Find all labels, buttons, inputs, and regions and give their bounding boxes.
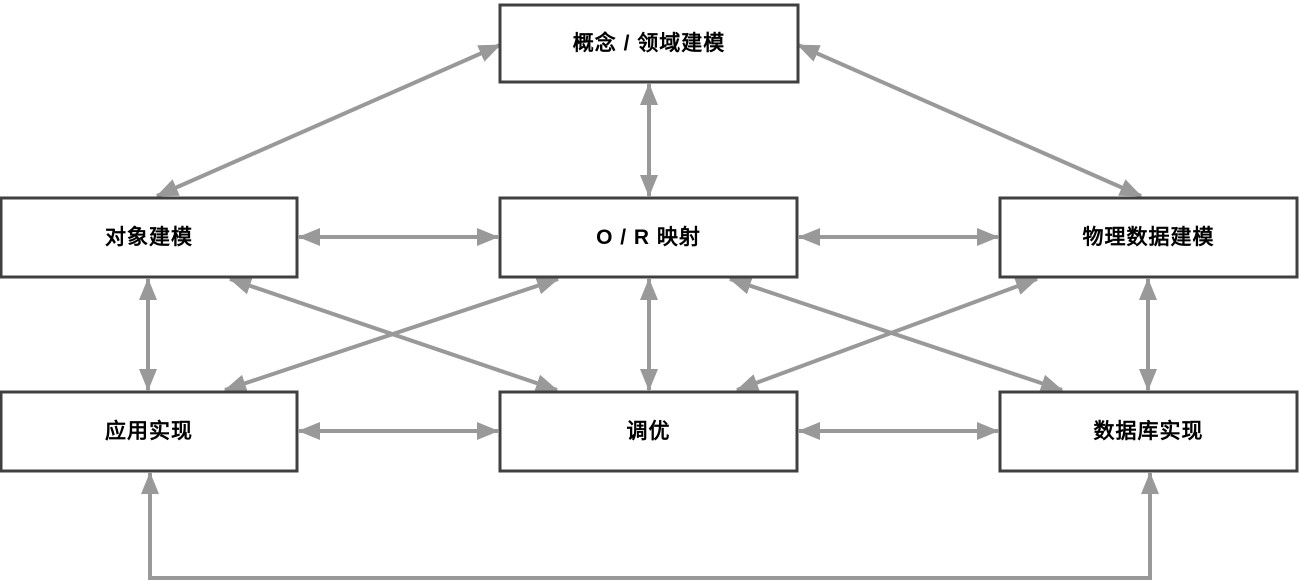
object-modeling-box: 对象建模 — [0, 196, 299, 279]
tuning-box: 调优 — [498, 390, 799, 473]
arrow-concept-physical — [797, 43, 1142, 198]
database-implementation-box-label: 数据库实现 — [1094, 419, 1204, 443]
concept-domain-modeling-box: 概念 / 领域建模 — [498, 3, 800, 84]
or-mapping-box-frame — [498, 196, 799, 279]
or-mapping-box-label: O / R 映射 — [596, 225, 701, 249]
concept-domain-modeling-box-frame — [498, 3, 800, 84]
physical-data-modeling-box-frame — [998, 196, 1299, 279]
database-implementation-box-frame — [998, 390, 1299, 473]
physical-data-modeling-box: 物理数据建模 — [998, 196, 1299, 279]
application-implementation-box-frame — [0, 390, 299, 473]
arrow-physical-tuning — [736, 277, 1038, 392]
or-mapping-box: O / R 映射 — [498, 196, 799, 279]
application-implementation-box-label: 应用实现 — [105, 419, 193, 443]
arrow-concept-object — [156, 43, 501, 198]
edges-layer — [139, 43, 1159, 580]
concept-domain-modeling-box-label: 概念 / 领域建模 — [573, 31, 726, 55]
application-implementation-box: 应用实现 — [0, 390, 299, 473]
tuning-box-label: 调优 — [627, 419, 671, 443]
object-modeling-box-frame — [0, 196, 299, 279]
arrow-app-orm — [224, 277, 559, 392]
database-implementation-box: 数据库实现 — [998, 390, 1299, 473]
tuning-box-frame — [498, 390, 799, 473]
physical-data-modeling-box-label: 物理数据建模 — [1083, 225, 1215, 249]
arrow-app-db — [141, 472, 1159, 580]
object-modeling-box-label: 对象建模 — [105, 225, 193, 249]
